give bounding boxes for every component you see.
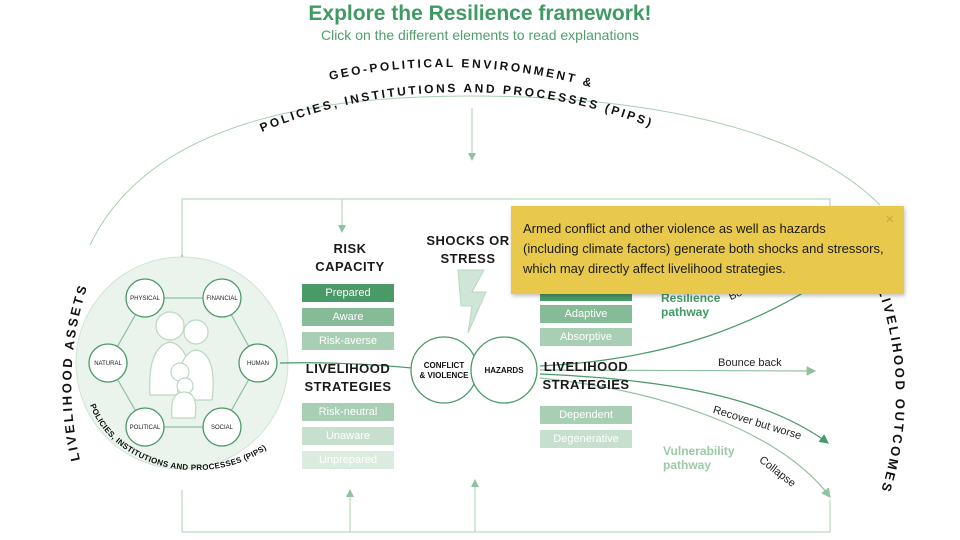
pill-risk-averse[interactable]: Risk-averse [302, 332, 394, 350]
node-financial[interactable] [202, 278, 242, 318]
shocks-stress-heading[interactable]: SHOCKS OR STRESS [426, 233, 510, 266]
flow-bounce-back [539, 366, 817, 376]
lightning-icon[interactable] [457, 269, 487, 334]
pill-risk-neutral[interactable]: Risk-neutral [302, 403, 394, 421]
family-icon [149, 311, 214, 419]
node-financial-label: FINANCIAL [206, 296, 238, 302]
flow-recover-worse [539, 373, 829, 444]
close-icon[interactable]: × [885, 211, 894, 228]
flow-collapse [539, 377, 831, 498]
page-subtitle: Click on the different elements to read … [320, 27, 640, 43]
node-political[interactable] [125, 407, 165, 447]
node-human-label: HUMAN [247, 361, 269, 367]
strategies-right-heading[interactable]: LIVELIHOOD STRATEGIES [542, 359, 630, 392]
hazards-label: HAZARDS [484, 366, 524, 375]
pill-unaware[interactable]: Unaware [302, 427, 394, 445]
pill-aware[interactable]: Aware [302, 308, 394, 326]
pill-unprepared[interactable]: Unprepared [302, 451, 394, 469]
node-social[interactable] [202, 407, 242, 447]
node-physical-label: PHYSICAL [130, 296, 160, 302]
flow-to-circles [279, 362, 413, 369]
node-social-label: SOCIAL [211, 425, 234, 431]
page-title: Explore the Resilience framework! [308, 2, 652, 25]
node-natural[interactable] [88, 343, 128, 383]
resilience-pathway-label[interactable]: Resilience pathway [661, 291, 721, 319]
flow-label-bounce-back[interactable]: Bounce back [718, 357, 782, 369]
asset-nodes[interactable]: PHYSICAL FINANCIAL NATURAL HUMAN POLITIC… [88, 278, 278, 447]
node-political-label: POLITICAL [130, 425, 161, 431]
node-physical[interactable] [125, 278, 165, 318]
conflict-violence-label: CONFLICT & VIOLENCE [419, 361, 469, 380]
pill-adaptive[interactable]: Adaptive [540, 305, 632, 323]
risk-capacity-heading[interactable]: RISK CAPACITY [315, 241, 385, 274]
bottom-frame-line [181, 490, 831, 533]
pill-absorptive[interactable]: Absorptive [540, 328, 632, 346]
node-human[interactable] [238, 343, 278, 383]
pill-prepared[interactable]: Prepared [302, 284, 394, 302]
outer-arc [89, 95, 881, 246]
hazards-circle[interactable] [470, 336, 538, 404]
pill-degenerative[interactable]: Degenerative [540, 430, 632, 448]
node-natural-label: NATURAL [94, 361, 122, 367]
explanation-tooltip: Armed conflict and other violence as wel… [511, 206, 904, 294]
vulnerability-pathway-label[interactable]: Vulnerability pathway [663, 444, 735, 472]
outcomes-label[interactable]: LIVELIHOOD OUTCOMES [875, 286, 908, 496]
pill-dependent[interactable]: Dependent [540, 406, 632, 424]
top-arc-line2[interactable]: POLICIES, INSTITUTIONS AND PROCESSES (PI… [258, 81, 656, 135]
tooltip-text: Armed conflict and other violence as wel… [523, 221, 884, 276]
strategies-left-heading[interactable]: LIVELIHOOD STRATEGIES [304, 361, 392, 394]
